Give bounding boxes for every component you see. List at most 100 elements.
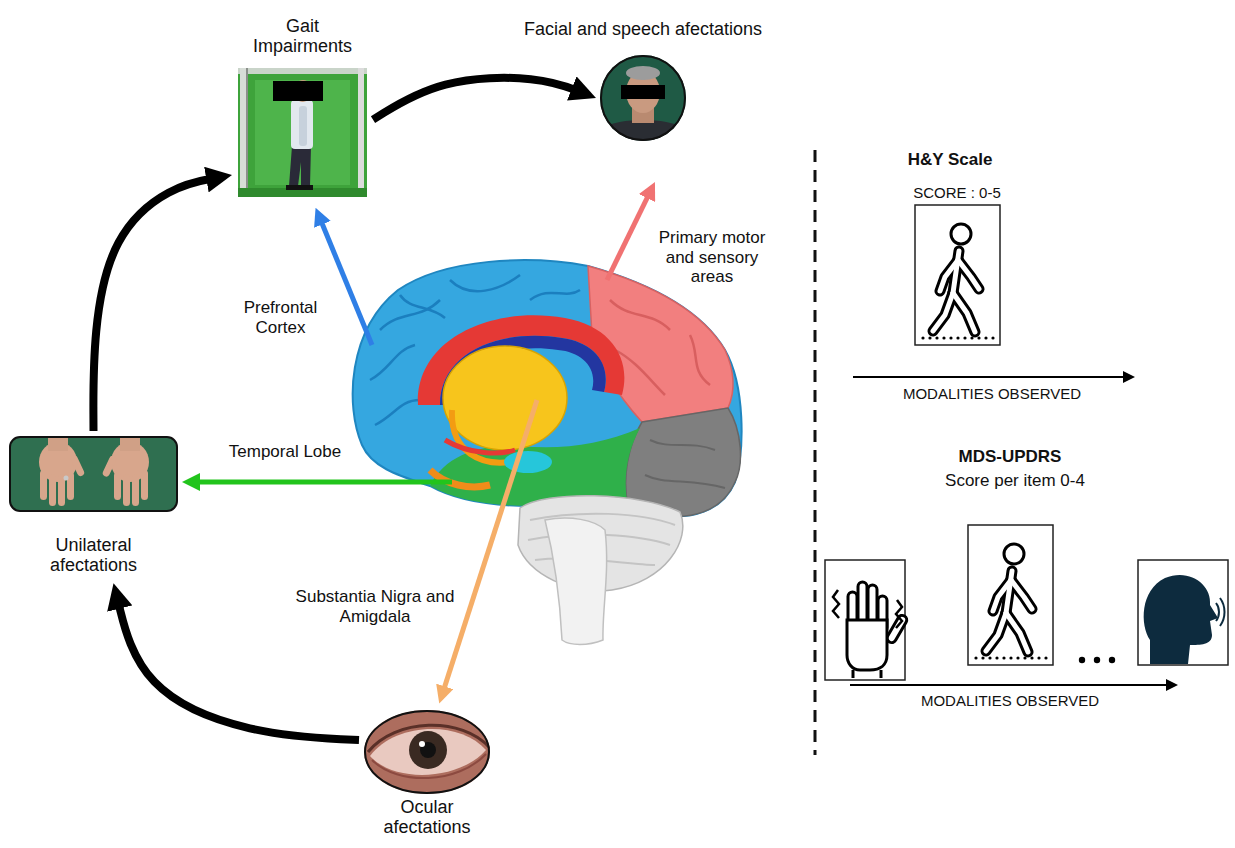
face-photo — [621, 85, 665, 99]
region-label: Substantia Nigra and Amigdala — [280, 587, 470, 626]
label-text: MODALITIES OBSERVED — [877, 385, 1107, 402]
caption: Ocular afectations — [375, 797, 479, 837]
axis-arrow — [850, 684, 1172, 686]
brain-illustration — [370, 345, 415, 380]
brain-illustration — [450, 275, 520, 291]
brain-illustration — [353, 260, 742, 644]
caption-text: Unilateral afectations — [34, 535, 154, 575]
gait-photo — [246, 68, 248, 197]
gait-photo — [238, 68, 367, 197]
face-photo — [626, 66, 660, 80]
label-text: Score per item 0-4 — [935, 471, 1095, 491]
gait-photo — [273, 81, 323, 101]
label-text: Substantia Nigra and Amigdala — [280, 587, 470, 626]
hands-photo — [123, 474, 130, 506]
brain-illustration — [443, 346, 567, 450]
speaking-head-icon — [1138, 560, 1228, 665]
brain-illustration — [400, 295, 445, 318]
flow-arrow — [117, 596, 359, 740]
flow-arrow — [373, 78, 584, 120]
gait-photo — [240, 68, 246, 197]
photo-node: Ocular afectations — [364, 710, 490, 794]
ellipsis-dots — [1079, 657, 1085, 663]
gait-photo — [299, 185, 313, 190]
caption: Unilateral afectations — [34, 535, 154, 575]
hands-photo — [114, 472, 121, 500]
hands-photo — [70, 454, 86, 477]
hand-icon — [896, 600, 902, 628]
gait-photo — [299, 106, 307, 146]
region-arrow — [607, 190, 651, 280]
node-outline — [365, 711, 489, 793]
hand-icon — [833, 590, 839, 618]
gait-photo — [286, 185, 300, 190]
region-arrow — [442, 400, 537, 695]
photo-node: Gait Impairments — [238, 68, 367, 197]
caption-text: Ocular afectations — [375, 797, 479, 837]
hand-icon — [847, 582, 908, 670]
hands-photo — [48, 437, 68, 451]
region-label: MODALITIES OBSERVED — [895, 692, 1125, 709]
speaking-head-icon — [1216, 603, 1219, 621]
hands-photo — [64, 476, 69, 481]
hands-photo — [67, 472, 74, 500]
gait-photo — [289, 146, 311, 186]
brain-illustration — [650, 440, 715, 450]
eye-photo — [368, 725, 490, 752]
brain-illustration — [690, 335, 710, 385]
hand-icon — [886, 614, 909, 644]
hand-icon — [880, 670, 883, 678]
label-text: Temporal Lobe — [215, 442, 355, 462]
speaking-head-icon — [1220, 598, 1225, 626]
brain-illustration — [504, 451, 552, 473]
gait-photo — [291, 100, 313, 149]
region-label: Score per item 0-4 — [935, 471, 1095, 491]
eye-photo — [372, 754, 486, 778]
brain-illustration — [375, 400, 420, 425]
photo-node: Unilateral afectations — [10, 437, 177, 575]
flow-arrow — [93, 177, 219, 431]
region-label: MDS-UPDRS — [950, 447, 1070, 467]
eye-photo — [362, 708, 492, 798]
gait-photo — [255, 80, 350, 185]
hands-photo — [132, 474, 139, 506]
region-arrow — [319, 216, 372, 345]
eye-photo — [362, 708, 492, 798]
hands-photo — [10, 437, 177, 511]
face-photo — [596, 53, 690, 145]
speaking-head-icon — [1144, 575, 1218, 664]
gait-photo — [238, 68, 367, 74]
brain-illustration — [353, 260, 742, 516]
hand-icon — [825, 560, 905, 680]
photo-node: Facial and speech afectations — [600, 55, 686, 141]
hands-photo — [120, 437, 140, 451]
walker-icon — [915, 205, 1000, 345]
speaking-head-icon — [1138, 560, 1228, 665]
brain-illustration — [645, 440, 725, 488]
scale-title: H&Y Scale — [890, 150, 1010, 170]
eye-photo — [420, 742, 436, 758]
caption: Gait Impairments — [243, 16, 363, 56]
caption-text: Gait Impairments — [243, 16, 363, 56]
divider — [814, 150, 817, 755]
hands-photo — [49, 474, 56, 506]
brain-illustration — [610, 300, 670, 330]
axis-arrow — [853, 376, 1129, 378]
label-text: Prefrontal Cortex — [228, 298, 333, 337]
ellipsis-dots — [1079, 657, 1115, 663]
scale-title: MDS-UPDRS — [950, 447, 1070, 467]
node-outline — [600, 55, 686, 141]
node-outline — [601, 56, 685, 140]
hands-photo — [40, 470, 47, 500]
region-label: SCORE : 0-5 — [897, 184, 1017, 201]
caption-text: Facial and speech afectations — [463, 19, 823, 39]
brain-illustration — [445, 440, 515, 453]
hand-icon — [852, 670, 855, 678]
label-text: MODALITIES OBSERVED — [895, 692, 1125, 709]
region-label: Primary motor and sensory areas — [650, 228, 774, 287]
ellipsis-dots — [1109, 657, 1115, 663]
caption: Facial and speech afectations — [463, 19, 823, 39]
walker-icon — [968, 525, 1053, 665]
